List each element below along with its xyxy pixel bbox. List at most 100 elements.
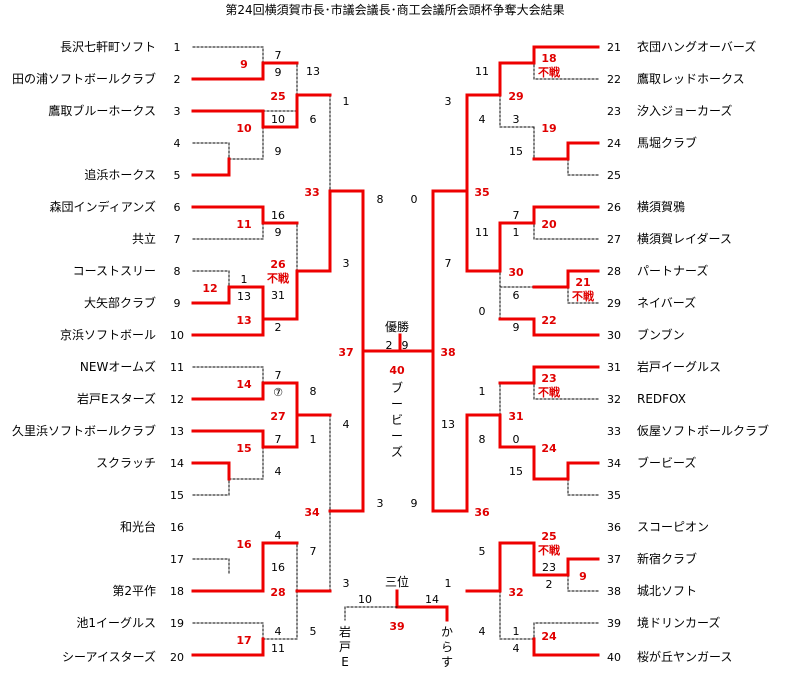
team-seed: 26 <box>607 201 621 214</box>
score: 4 <box>479 625 486 638</box>
score: 3 <box>343 257 350 270</box>
score: 4 <box>343 418 350 431</box>
score: ⑦ <box>273 386 283 399</box>
score: 9 <box>275 66 282 79</box>
game-number: 31 <box>508 410 523 423</box>
final-game-number: 40 <box>389 364 405 377</box>
team-seed: 37 <box>607 553 621 566</box>
forfeit-label: 不戦 <box>538 65 561 79</box>
team-name: ネイバーズ <box>637 295 696 310</box>
score: 0 <box>479 305 486 318</box>
score: 16 <box>271 561 285 574</box>
team-seed: 3 <box>174 105 181 118</box>
score: 7 <box>513 209 520 222</box>
score: 11 <box>475 226 489 239</box>
champion-name: ブービーズ <box>391 380 403 459</box>
score: 8 <box>377 193 384 206</box>
game-number: 26 <box>270 258 286 271</box>
team-seed: 25 <box>607 169 621 182</box>
winning-path <box>191 45 600 657</box>
game-number: 12 <box>202 282 217 295</box>
third-place-label: 三位 <box>385 574 409 589</box>
score: 8 <box>479 433 486 446</box>
game-number: 32 <box>508 586 523 599</box>
game-number: 17 <box>236 634 251 647</box>
team-name: 岩戸Eスターズ <box>77 391 156 406</box>
team-name: 京浜ソフトボール <box>60 328 156 342</box>
team-name: 岩戸イーグルス <box>637 359 721 374</box>
team-seed: 12 <box>170 393 184 406</box>
score: 2 <box>386 339 393 352</box>
team-name: 長沢七軒町ソフト <box>60 40 156 54</box>
score: 7 <box>275 433 282 446</box>
team-seed: 30 <box>607 329 621 342</box>
game-number: 14 <box>236 378 252 391</box>
score: 8 <box>310 385 317 398</box>
team-name: 城北ソフト <box>637 584 697 598</box>
team-seed: 20 <box>170 651 184 664</box>
score: 0 <box>513 433 520 446</box>
score: 11 <box>271 642 285 655</box>
game-number: 37 <box>338 346 353 359</box>
team-name: 馬堀クラブ <box>637 135 697 150</box>
score: 4 <box>479 113 486 126</box>
team-seed: 15 <box>170 489 184 502</box>
bracket-lines <box>191 45 600 657</box>
team-name: 田の浦ソフトボールクラブ <box>12 71 156 86</box>
team-seed: 1 <box>174 41 181 54</box>
team-name: ブンブン <box>637 327 685 342</box>
team-seed: 40 <box>607 651 621 664</box>
team-name: 久里浜ソフトボールクラブ <box>12 423 156 438</box>
score: 1 <box>513 226 520 239</box>
left-game-numbers: 9 25 10 33 11 26 不戦 12 13 37 14 27 15 34… <box>202 58 353 647</box>
score: 3 <box>445 95 452 108</box>
team-seed: 4 <box>174 137 181 150</box>
game-number: 13 <box>236 314 251 327</box>
team-name: コーストスリー <box>73 264 156 278</box>
team-seed: 5 <box>174 169 181 182</box>
score: 3 <box>513 113 520 126</box>
team-name: 衣団ハングオーバーズ <box>637 39 756 54</box>
team-name: REDFOX <box>637 392 686 406</box>
team-seed: 14 <box>170 457 184 470</box>
left-scores: 7 9 13 10 6 9 1 16 9 3 1 13 31 2 7 ⑦ 8 7… <box>237 49 393 655</box>
team-seed: 19 <box>170 617 184 630</box>
team-seed: 21 <box>607 41 621 54</box>
score: 5 <box>310 625 317 638</box>
score: 6 <box>513 289 520 302</box>
team-seed: 32 <box>607 393 621 406</box>
team-seed: 8 <box>174 265 181 278</box>
team-seed: 2 <box>174 73 181 86</box>
score: 31 <box>271 289 285 302</box>
team-name: スコーピオン <box>637 520 709 534</box>
score: 15 <box>509 465 523 478</box>
team-seed: 36 <box>607 521 621 534</box>
team-name: 横須賀鴉 <box>637 200 685 214</box>
game-number: 21 <box>575 276 590 289</box>
team-seed: 9 <box>174 297 181 310</box>
forfeit-label: 不戦 <box>538 385 561 399</box>
left-teams: 長沢七軒町ソフト 1 田の浦ソフトボールクラブ 2 鷹取ブルーホークス 3 4 … <box>12 40 184 664</box>
team-name: 汐入ジョーカーズ <box>637 103 732 118</box>
game-number: 10 <box>236 122 252 135</box>
game-number: 23 <box>541 372 556 385</box>
score: 3 <box>343 577 350 590</box>
game-number: 9 <box>240 58 248 71</box>
team-name: 和光台 <box>120 519 156 534</box>
team-name: 横須賀レイダース <box>637 231 732 246</box>
score: 15 <box>509 145 523 158</box>
right-game-numbers: 18 不戦 29 19 35 20 30 21 不戦 22 38 23 不戦 3… <box>440 52 595 643</box>
game-number: 34 <box>304 506 320 519</box>
game-number: 33 <box>304 186 319 199</box>
game-number: 38 <box>440 346 455 359</box>
team-seed: 13 <box>170 425 184 438</box>
score: 1 <box>479 385 486 398</box>
score: 1 <box>310 433 317 446</box>
score: 10 <box>271 113 285 126</box>
team-seed: 27 <box>607 233 621 246</box>
champion-label: 優勝 <box>385 319 409 334</box>
team-seed: 17 <box>170 553 184 566</box>
team-seed: 16 <box>170 521 184 534</box>
team-seed: 6 <box>174 201 181 214</box>
